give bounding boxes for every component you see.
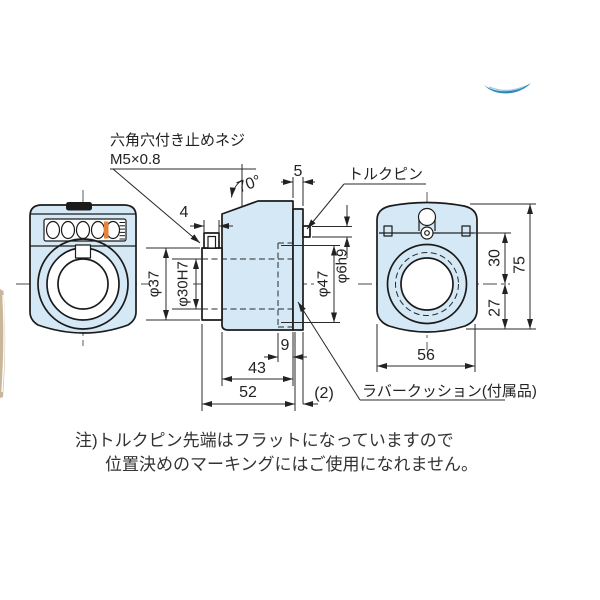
callout-rubber-cushion: ラバークッション(付属品) <box>297 301 537 401</box>
dim-43-label: 43 <box>248 360 266 377</box>
dim-56-label: 56 <box>417 347 435 364</box>
front-outer-circle <box>37 238 129 330</box>
dim-70deg: 70° <box>229 164 264 206</box>
dim-phi47: φ47 <box>281 245 340 323</box>
note-line2: 位置決めのマーキングにはご使用になれません。 <box>105 454 478 474</box>
set-screw-socket <box>207 235 217 249</box>
rear-bore-circle <box>400 257 454 311</box>
dim-phi47-label: φ47 <box>314 271 331 297</box>
front-keyway <box>74 244 92 259</box>
decimal-pointer-mark <box>104 221 109 239</box>
logo-swoosh <box>484 83 531 94</box>
rubber-cushion-label: ラバークッション(付属品) <box>362 383 537 400</box>
rear-torque-pin-inner <box>424 230 430 236</box>
dim-phi30h7: φ30H7 <box>172 258 202 310</box>
callout-torque-pin: トルクピン <box>306 166 426 230</box>
rear-boss-circle <box>386 243 468 325</box>
front-bore-circle <box>57 258 109 310</box>
dim-70deg-label: 70° <box>235 172 264 196</box>
brand-label <box>66 202 92 211</box>
dim-9-label: 9 <box>281 337 290 354</box>
dim-52-label: 52 <box>239 384 257 401</box>
dim-43: 43 <box>221 332 293 386</box>
torque-pin-label: トルクピン <box>348 166 423 183</box>
vernier-ticks <box>119 222 125 240</box>
digit-dials <box>45 220 121 240</box>
rear-view <box>358 192 510 350</box>
dim-30: 30 <box>440 232 511 284</box>
dim-4-label: 4 <box>180 204 189 221</box>
front-view <box>16 190 150 346</box>
dim-30-label: 30 <box>487 249 504 267</box>
dim-2ref: (2) <box>302 332 334 407</box>
side-view <box>193 200 318 331</box>
dim-27-label: 27 <box>487 299 504 317</box>
note-block: 注)トルクピン先端はフラットになっていますので 位置決めのマーキングにはご使用に… <box>75 431 478 474</box>
dim-27: 27 <box>466 284 511 330</box>
rear-screw-hole <box>417 207 437 227</box>
dim-52: 52 <box>201 324 296 411</box>
dim-5: 5 <box>281 163 315 206</box>
dim-5-label: 5 <box>294 163 303 180</box>
rear-hidden-circle <box>395 252 459 316</box>
dim-phi30h7-label: φ30H7 <box>174 261 191 307</box>
dim-phi6h9-label: φ6h9 <box>333 249 350 284</box>
rear-notch-right <box>461 225 471 237</box>
dim-56: 56 <box>376 324 476 372</box>
set-screw-label-line1: 六角穴付き止めネジ <box>110 132 245 149</box>
set-screw-label-line2: M5×0.8 <box>110 151 160 168</box>
dim-phi37-label: φ37 <box>145 271 162 297</box>
note-line1: 注)トルクピン先端はフラットになっていますので <box>75 431 454 450</box>
side-torque-pin <box>302 225 311 238</box>
side-flange <box>292 208 304 331</box>
dim-9: 9 <box>264 332 307 386</box>
dim-75-label: 75 <box>512 256 529 274</box>
rear-notch-left <box>383 225 393 237</box>
callout-set-screw: 六角穴付き止めネジ M5×0.8 <box>110 132 256 244</box>
dim-2ref-label: (2) <box>314 385 334 402</box>
dim-phi37: φ37 <box>145 247 200 321</box>
side-body <box>221 200 294 331</box>
edge-strip <box>0 289 6 398</box>
dim-phi6h9: φ6h9 <box>312 205 352 283</box>
dim-4: 4 <box>180 204 233 241</box>
dim-75: 75 <box>470 203 536 330</box>
